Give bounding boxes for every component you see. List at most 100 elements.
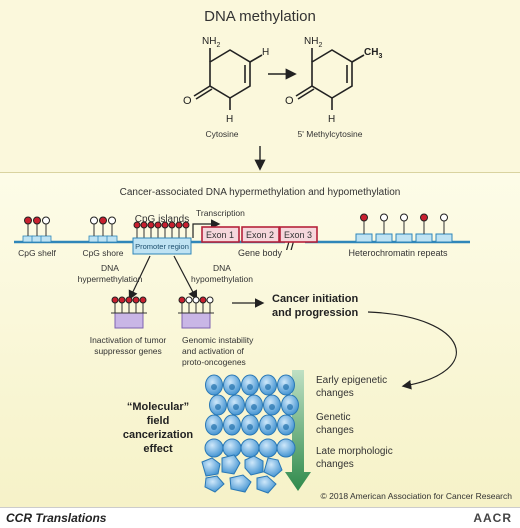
cell-nucleus [265, 424, 271, 430]
repeat-block [375, 233, 393, 243]
outcome-line2: and progression [272, 307, 358, 319]
outcome-line1: Cancer initiation [272, 293, 358, 305]
methylated-cpg-mark [132, 296, 140, 304]
methylated-cpg-mark [33, 216, 41, 225]
gene-body-label: Gene body [238, 248, 283, 258]
unmethylated-cpg-mark [108, 216, 116, 225]
exon-1-label: Exon 1 [206, 230, 234, 240]
exons: Exon 1 Exon 2 Exon 3 [201, 226, 318, 243]
methylated-cpg-mark [199, 296, 207, 304]
methylated-cpg-mark [140, 221, 148, 229]
cpg-site-base [40, 235, 52, 243]
methylated-cpg-mark [154, 221, 162, 229]
cytosine-h-bottom: H [226, 114, 233, 125]
unmethylated-cpg-mark [185, 296, 193, 304]
step-early-line1: Early epigenetic [316, 375, 387, 386]
unmethylated-cpg-mark [400, 213, 408, 222]
cpg-site-base [97, 235, 109, 243]
field-effect-line4: effect [143, 443, 173, 455]
cpg-site-base [106, 235, 118, 243]
methylcytosine-ch3: CH3 [364, 47, 382, 60]
field-effect-line2: field [147, 415, 170, 427]
cpg-site-base [31, 235, 43, 243]
unmethylated-cpg-mark [192, 296, 200, 304]
cell-nucleus [211, 424, 217, 430]
step-early-line2: changes [316, 388, 354, 399]
methylated-cpg-mark [99, 216, 107, 225]
epithelial-cells [201, 374, 299, 494]
exon-3-box [279, 226, 318, 243]
footer-bar: CCR Translations AACR [0, 507, 520, 528]
repeat-block [355, 233, 373, 243]
exon-2-label: Exon 2 [246, 230, 274, 240]
methylcytosine-h-bottom: H [328, 114, 335, 125]
methylcytosine-label: 5' Methylcytosine [298, 129, 363, 139]
unmethylated-cpg-mark [42, 216, 50, 225]
methylated-cpg-mark [161, 221, 169, 229]
methylated-cpg-mark [168, 221, 176, 229]
hyper-label-line2: hypermethylation [78, 274, 143, 284]
cell-nucleus [247, 424, 253, 430]
cell-nucleus [233, 404, 239, 410]
unmethylated-cpg-mark [90, 216, 98, 225]
progression-curve-arrow [367, 311, 457, 390]
exon-1-box [201, 226, 240, 243]
cell-nucleus [265, 384, 271, 390]
cpg-shelf-shore-sites [22, 216, 118, 243]
cell-nucleus [211, 384, 217, 390]
cell-nucleus [287, 404, 293, 410]
methylcytosine-o: O [285, 95, 294, 107]
altered-cell [204, 438, 224, 458]
repeat-block [395, 233, 413, 243]
section-heading: Cancer-associated DNA hypermethylation a… [120, 187, 401, 198]
methylated-cpg-mark [178, 296, 186, 304]
cell-nucleus [215, 404, 221, 410]
methylated-cpg-mark [147, 221, 155, 229]
hypo-branch-arrow [173, 255, 198, 301]
cell-nucleus [251, 404, 257, 410]
cell-nucleus [229, 384, 235, 390]
unmethylated-cpg-mark [380, 213, 388, 222]
cell-nucleus [283, 384, 289, 390]
hyper-result-line2: suppressor genes [94, 346, 162, 356]
repeat-block [415, 233, 433, 243]
cpg-shore-label: CpG shore [82, 248, 123, 258]
top-panel [0, 0, 520, 172]
promoter-region-label: Promoter region [135, 242, 189, 251]
methylated-cpg-mark [118, 296, 126, 304]
transcription-arrow [192, 219, 221, 238]
cell-nucleus [283, 424, 289, 430]
gene-box [181, 312, 211, 329]
unmethylated-cpg-mark [206, 296, 214, 304]
methylated-cpg-mark [139, 296, 147, 304]
methylated-cpg-mark [182, 221, 190, 229]
footer-series-title: CCR Translations [6, 511, 107, 525]
irregular-cell [263, 457, 283, 478]
step-late-line2: changes [316, 459, 354, 470]
hypo-label-line2: hypomethylation [191, 274, 253, 284]
hypo-label-line1: DNA [213, 263, 231, 273]
irregular-cell [229, 474, 252, 493]
panel-divider [0, 172, 520, 173]
irregular-cell [204, 475, 225, 493]
cpg-shelf-label: CpG shelf [18, 248, 56, 258]
step-genetic-line1: Genetic [316, 412, 350, 423]
heterochromatin-label: Heterochromatin repeats [348, 248, 448, 258]
exon-3-label: Exon 3 [284, 230, 312, 240]
unmethylated-cpg-mark [440, 213, 448, 222]
methylated-cpg-mark [133, 221, 141, 229]
cell-nucleus [269, 404, 275, 410]
cpg-island-sites [133, 221, 190, 238]
methylated-cpg-mark [125, 296, 133, 304]
hyper-label-line1: DNA [101, 263, 119, 273]
hyper-branch-arrow [128, 255, 151, 301]
methylated-cpg-mark [111, 296, 119, 304]
cytosine-label: Cytosine [205, 129, 238, 139]
exon-2-box [241, 226, 280, 243]
cell-nucleus [229, 424, 235, 430]
methylcytosine-nh2: NH2 [304, 36, 322, 49]
methylated-cpg-mark [420, 213, 428, 222]
methylated-cpg-mark [360, 213, 368, 222]
cytosine-o: O [183, 95, 192, 107]
